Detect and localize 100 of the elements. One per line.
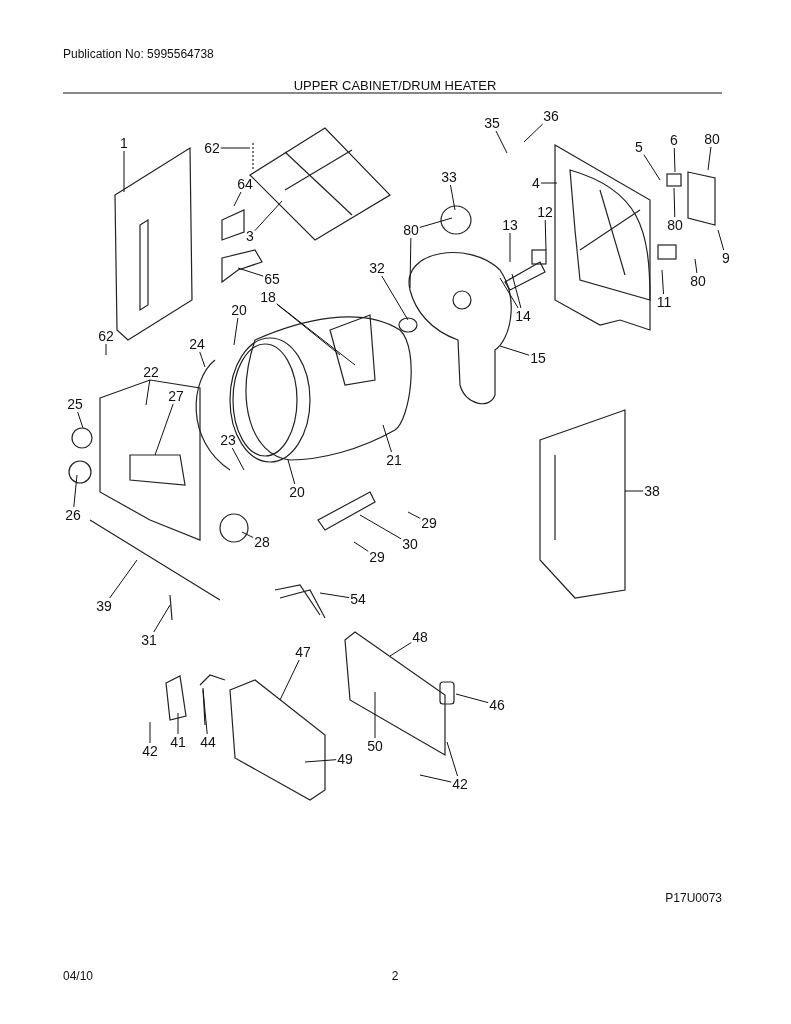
leader-line	[233, 191, 242, 207]
leader-line	[231, 447, 245, 471]
leader-line	[237, 267, 264, 277]
callout-number: 29	[369, 550, 385, 564]
callout-number: 4	[532, 176, 540, 190]
date-code: 04/10	[63, 970, 94, 982]
leader-line	[220, 147, 251, 149]
callout-number: 13	[502, 218, 518, 232]
leader-line	[509, 232, 511, 263]
publication-number: Publication No: 5995564738	[63, 48, 214, 60]
callout-number: 42	[452, 777, 468, 791]
leader-line	[643, 154, 661, 181]
leader-line	[446, 741, 458, 777]
callout-number: 25	[67, 397, 83, 411]
callout-number: 62	[204, 141, 220, 155]
callout-number: 20	[289, 485, 305, 499]
leader-line	[407, 511, 421, 519]
callout-number: 24	[189, 337, 205, 351]
leader-line	[382, 424, 392, 453]
callout-number: 42	[142, 744, 158, 758]
figure-code: P17U0073	[665, 892, 722, 904]
leader-line	[276, 303, 341, 356]
leader-line	[717, 229, 725, 251]
leader-line	[154, 403, 174, 456]
leader-line	[319, 592, 350, 599]
leader-line	[279, 659, 300, 701]
callout-number: 46	[489, 698, 505, 712]
leader-line	[254, 200, 283, 232]
callout-number: 1	[120, 136, 128, 150]
leader-line	[153, 604, 171, 633]
leader-line	[455, 693, 489, 704]
leader-line	[353, 541, 369, 552]
leader-line	[359, 514, 402, 540]
leader-line	[511, 273, 522, 309]
callout-number: 49	[337, 752, 353, 766]
leader-line	[409, 237, 412, 289]
leader-line	[419, 217, 453, 228]
leader-line	[495, 130, 508, 154]
callout-number: 41	[170, 735, 186, 749]
callout-number: 12	[537, 205, 553, 219]
callout-number: 5	[635, 140, 643, 154]
callout-number: 29	[421, 516, 437, 530]
callout-number: 27	[168, 389, 184, 403]
leader-line	[109, 559, 138, 599]
callout-number: 80	[704, 132, 720, 146]
leader-line	[389, 642, 412, 657]
section-title: UPPER CABINET/DRUM HEATER	[293, 79, 497, 92]
callout-number: 28	[254, 535, 270, 549]
leader-line	[73, 474, 78, 508]
callout-number: 15	[530, 351, 546, 365]
leader-line	[419, 774, 452, 783]
callout-number: 80	[690, 274, 706, 288]
leader-line	[499, 345, 530, 356]
callout-number: 20	[231, 303, 247, 317]
leader-line	[499, 277, 519, 309]
callout-number: 54	[350, 592, 366, 606]
leader-line	[523, 123, 544, 143]
leader-line	[276, 303, 356, 366]
leader-line	[149, 721, 151, 744]
callout-number: 31	[141, 633, 157, 647]
leader-line	[673, 147, 676, 173]
leader-line	[145, 379, 151, 406]
callout-number: 36	[543, 109, 559, 123]
leader-line	[287, 459, 296, 485]
leader-line	[449, 184, 456, 211]
callout-number: 11	[656, 295, 672, 309]
page-number: 2	[391, 970, 399, 982]
leader-line	[544, 219, 547, 251]
callout-number: 80	[403, 223, 419, 237]
leader-line	[673, 187, 676, 218]
callout-number: 30	[402, 537, 418, 551]
leader-line	[77, 411, 84, 429]
callout-number: 6	[670, 133, 678, 147]
callout-number: 14	[515, 309, 531, 323]
callout-number: 44	[200, 735, 216, 749]
callout-number: 3	[246, 229, 254, 243]
callout-number: 38	[644, 484, 660, 498]
callout-number: 21	[386, 453, 402, 467]
callout-number: 48	[412, 630, 428, 644]
callout-number: 50	[367, 739, 383, 753]
callout-number: 39	[96, 599, 112, 613]
callout-number: 80	[667, 218, 683, 232]
callout-number: 26	[65, 508, 81, 522]
leader-line	[177, 712, 179, 735]
callout-number: 32	[369, 261, 385, 275]
callout-number: 47	[295, 645, 311, 659]
leader-line	[694, 258, 698, 274]
callout-number: 65	[264, 272, 280, 286]
callout-number: 62	[98, 329, 114, 343]
leader-line	[381, 275, 409, 321]
leader-line	[123, 150, 125, 193]
leader-line	[233, 317, 239, 346]
leader-line	[540, 182, 558, 184]
callout-number: 9	[722, 251, 730, 265]
leader-line	[661, 269, 664, 295]
callout-number: 23	[220, 433, 236, 447]
leader-line	[374, 691, 376, 739]
callout-number: 64	[237, 177, 253, 191]
leader-line	[707, 146, 712, 171]
leader-line	[241, 531, 254, 539]
